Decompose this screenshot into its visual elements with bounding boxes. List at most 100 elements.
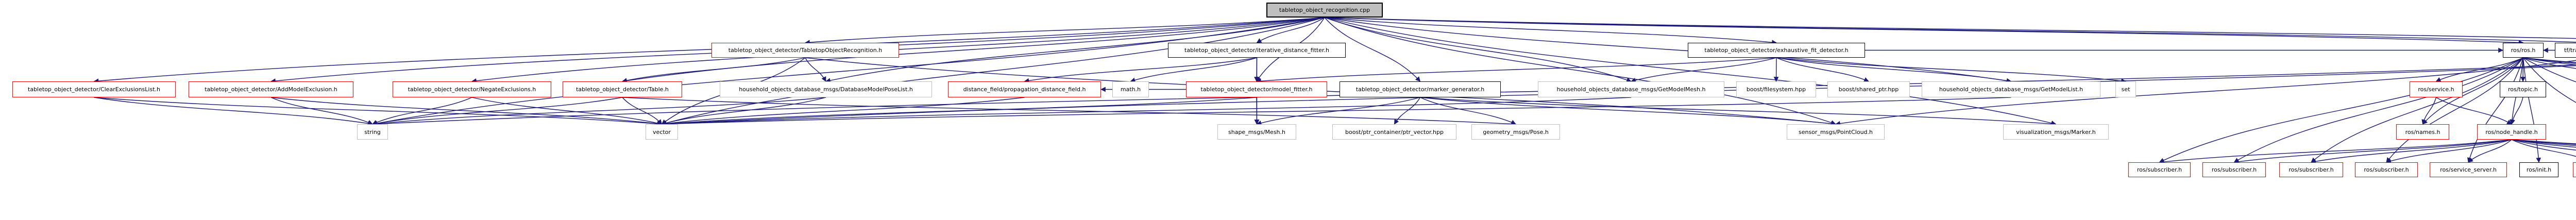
graph-node-math[interactable]: math.h	[1112, 81, 1149, 97]
graph-node-pc[interactable]: sensor_msgs/PointCloud.h	[1787, 124, 1885, 140]
include-edge	[2311, 139, 2512, 164]
include-edge	[622, 97, 663, 125]
include-edge	[1420, 97, 1836, 126]
include-edge	[1324, 17, 2524, 45]
graph-node-marker[interactable]: visualization_msgs/Marker.h	[2003, 124, 2109, 140]
graph-node-str[interactable]: string	[357, 124, 388, 140]
include-edge	[2386, 57, 2524, 163]
graph-node-root[interactable]: tabletop_object_recognition.cpp	[1266, 3, 1383, 18]
include-edge	[2436, 97, 2512, 125]
graph-node-efd_h[interactable]: tabletop_object_detector/exhaustive_fit_…	[1688, 43, 1865, 58]
include-edge	[94, 97, 663, 127]
include-edge	[1324, 17, 2576, 43]
include-edge	[94, 97, 373, 126]
graph-node-idf_h[interactable]: tabletop_object_detector/iterative_dista…	[1168, 43, 1346, 58]
include-edge	[2159, 139, 2512, 164]
include-edge	[2233, 139, 2512, 164]
include-edge	[622, 57, 806, 83]
include-edge	[270, 97, 373, 125]
include-edge	[2522, 57, 2541, 163]
include-edge	[2510, 97, 2523, 125]
graph-node-pose[interactable]: geometry_msgs/Pose.h	[1471, 124, 1560, 140]
include-edge	[661, 97, 2011, 127]
include-edge	[2233, 57, 2523, 163]
graph-node-tfl[interactable]: tf/transform_listener.h	[2555, 43, 2576, 58]
graph-node-sub2[interactable]: ros/subscriber.h	[2202, 162, 2266, 177]
include-edge	[372, 97, 472, 125]
graph-node-set[interactable]: set	[2115, 81, 2136, 97]
include-edge	[2468, 139, 2512, 163]
include-edge	[372, 17, 1325, 126]
include-edge	[805, 17, 1325, 45]
include-edge	[2523, 57, 2576, 69]
include-edge	[1394, 97, 1421, 125]
graph-node-mesh[interactable]: shape_msgs/Mesh.h	[1217, 124, 1296, 140]
include-edge	[1324, 17, 1632, 82]
include-edge	[661, 97, 1025, 126]
graph-node-rosros[interactable]: ros/ros.h	[2503, 43, 2544, 58]
include-edge	[2311, 57, 2523, 163]
include-edge	[1420, 97, 2057, 127]
include-edge	[1776, 57, 2126, 83]
include-edge	[2511, 139, 2576, 148]
include-edge	[372, 97, 623, 126]
include-edge	[2523, 57, 2576, 82]
graph-node-sub3[interactable]: ros/subscriber.h	[2279, 162, 2343, 177]
include-edge	[1776, 57, 1869, 82]
graph-node-vec[interactable]: vector	[646, 124, 678, 140]
graph-node-rtopic[interactable]: ros/topic.h	[2500, 81, 2546, 97]
graph-node-mf[interactable]: tabletop_object_detector/model_fitter.h	[1186, 81, 1327, 97]
include-edge	[2511, 139, 2576, 157]
graph-node-tor_h[interactable]: tabletop_object_detector/TabletopObjectR…	[711, 43, 899, 58]
graph-node-gmm[interactable]: household_objects_database_msgs/GetModel…	[1538, 81, 1724, 97]
include-edge	[2523, 57, 2576, 63]
graph-node-rnh[interactable]: ros/node_handle.h	[2477, 124, 2546, 140]
include-edge	[2386, 139, 2512, 164]
graph-node-ame[interactable]: tabletop_object_detector/AddModelExclusi…	[189, 81, 353, 97]
include-edge	[661, 97, 1632, 127]
include-edge	[1776, 57, 2012, 83]
graph-node-rinitr[interactable]: ros/init.h	[2573, 162, 2576, 177]
graph-node-rsvc[interactable]: ros/service.h	[2410, 81, 2463, 97]
include-edge	[2511, 139, 2576, 151]
graph-node-rnames[interactable]: ros/names.h	[2396, 124, 2449, 140]
include-edge	[2421, 97, 2437, 125]
graph-node-mg[interactable]: tabletop_object_detector/marker_generato…	[1340, 81, 1501, 97]
graph-node-cel[interactable]: tabletop_object_detector/ClearExclusions…	[12, 81, 176, 97]
graph-node-sub1[interactable]: ros/subscriber.h	[2128, 162, 2191, 177]
include-edge	[2511, 139, 2576, 146]
include-edge	[1835, 60, 2576, 126]
include-edge	[661, 97, 826, 126]
include-edge	[805, 57, 826, 82]
include-edge	[2159, 57, 2523, 163]
graph-node-ptrv[interactable]: boost/ptr_container/ptr_vector.hpp	[1332, 124, 1456, 140]
include-edge	[1324, 17, 1777, 45]
include-edge	[2511, 139, 2576, 145]
include-edge	[2523, 57, 2576, 64]
include-edge	[2435, 57, 2523, 82]
graph-node-rinitb[interactable]: ros/init.h	[2519, 162, 2558, 177]
include-edge	[1256, 57, 1777, 84]
graph-node-ne[interactable]: tabletop_object_detector/NegateExclusion…	[393, 81, 551, 97]
include-edge	[1631, 57, 1777, 83]
include-edge	[2523, 57, 2576, 65]
include-edge	[1324, 17, 1421, 82]
graph-node-bfs[interactable]: boost/filesystem.hpp	[1736, 81, 1816, 97]
include-edge	[270, 97, 663, 126]
include-edge	[1420, 97, 1516, 125]
graph-node-sub4[interactable]: ros/subscriber.h	[2355, 162, 2418, 177]
graph-node-rss[interactable]: ros/service_server.h	[2430, 162, 2507, 177]
graph-node-dmpl[interactable]: household_objects_database_msgs/Database…	[720, 81, 932, 97]
include-edge	[1324, 17, 2012, 83]
graph-node-table[interactable]: tabletop_object_detector/Table.h	[563, 81, 682, 97]
include-edge	[1773, 57, 1779, 82]
include-edge	[471, 97, 663, 126]
include-edge	[2467, 57, 2524, 163]
graph-node-bsp[interactable]: boost/shared_ptr.hpp	[1827, 81, 1910, 97]
graph-node-gml[interactable]: household_objects_database_msgs/GetModel…	[1922, 81, 2100, 97]
include-edge	[1024, 57, 1257, 83]
graph-node-pdf[interactable]: distance_field/propagation_distance_fiel…	[948, 81, 1101, 97]
include-edge	[661, 97, 1257, 127]
include-edge	[372, 97, 826, 127]
